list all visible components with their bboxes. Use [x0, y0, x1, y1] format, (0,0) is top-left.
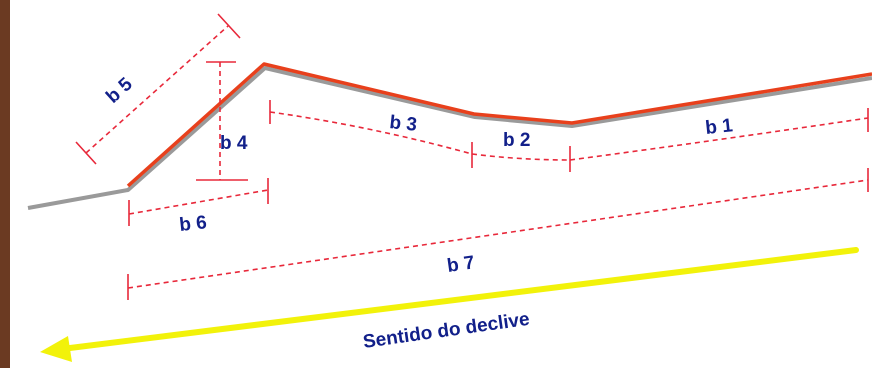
dimension-b5	[75, 13, 241, 165]
left-edge-strip	[0, 0, 10, 368]
terrain-profile	[27, 66, 872, 210]
label-b5: b 5	[102, 73, 137, 107]
dimension-b6	[128, 178, 269, 226]
slope-direction-arrow	[40, 247, 859, 362]
label-b1: b 1	[704, 115, 734, 139]
label-b3: b 3	[388, 112, 417, 136]
surface-line	[126, 62, 872, 188]
label-b7: b 7	[446, 252, 476, 277]
dimension-b7	[127, 168, 869, 300]
label-b6: b 6	[178, 212, 207, 236]
label-b4: b 4	[220, 133, 248, 154]
dimension-b1	[569, 108, 869, 172]
label-b2: b 2	[503, 130, 530, 151]
dimension-b4	[196, 61, 248, 181]
arrow-label: Sentido do declive	[362, 309, 531, 353]
arrow-head-icon	[40, 336, 72, 362]
dimension-b3	[269, 100, 473, 155]
dimension-b2	[471, 142, 571, 168]
